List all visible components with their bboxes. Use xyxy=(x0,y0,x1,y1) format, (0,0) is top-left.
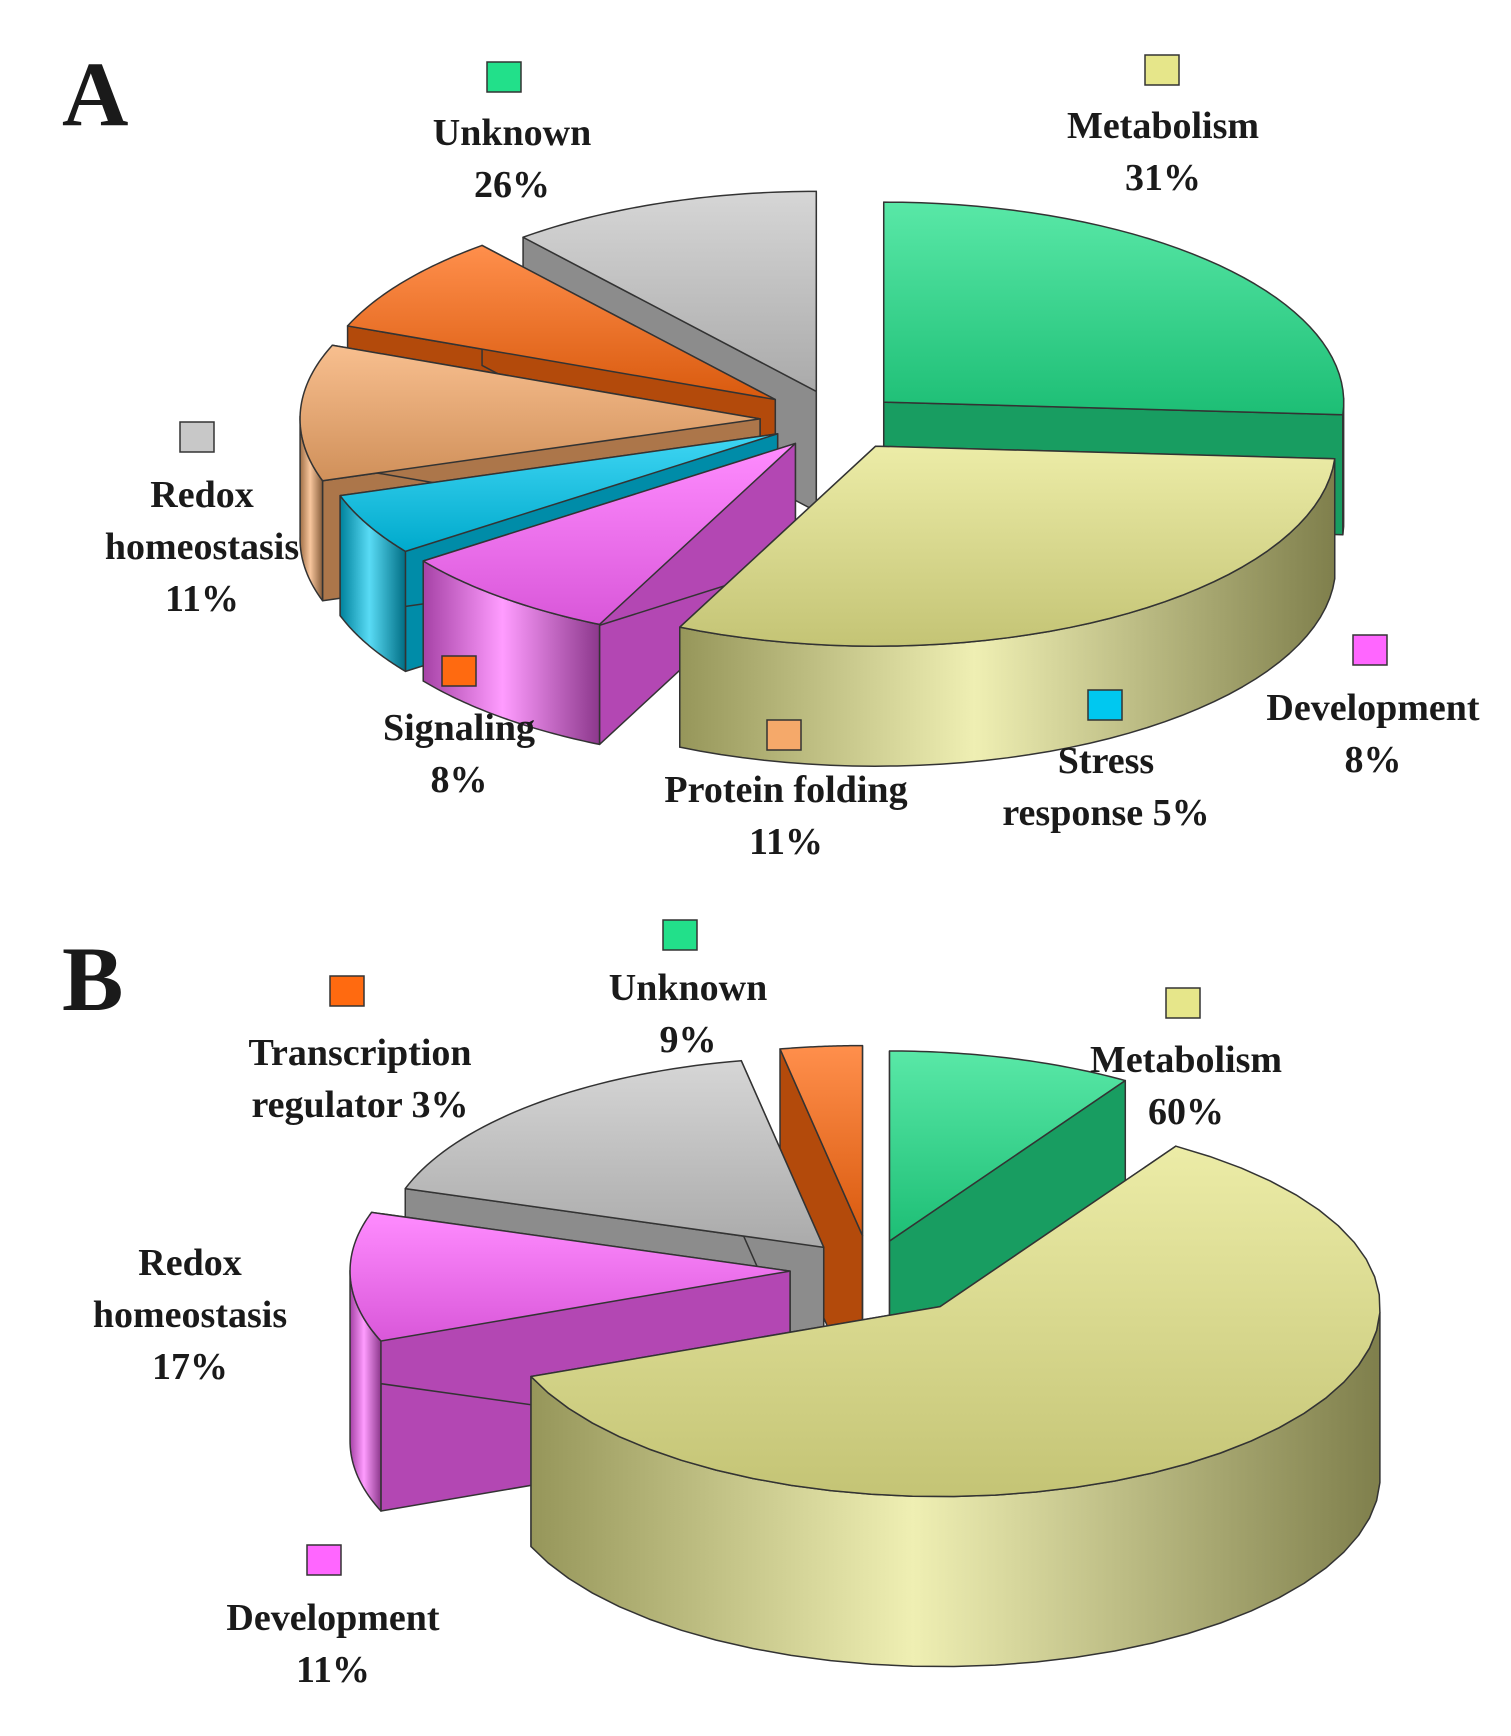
legend-item-protein-folding: Protein folding 11% xyxy=(664,719,908,863)
slice-metabolism xyxy=(530,1145,1381,1668)
legend-label-development: Development xyxy=(1266,687,1480,729)
legend-label-unknown: Unknown xyxy=(609,967,767,1009)
legend-label-protein-folding: Protein folding xyxy=(664,769,907,811)
legend-item-development: Development 8% xyxy=(1266,634,1480,781)
legend-label-development: Development xyxy=(226,1597,440,1639)
legend-swatch-metabolism xyxy=(1144,54,1180,86)
legend-label-protein-folding: 11% xyxy=(749,821,823,863)
legend-item-metabolism: Metabolism 31% xyxy=(1067,54,1259,199)
legend-label-transcription-regulator: Transcription xyxy=(248,1032,471,1074)
legend-swatch-development xyxy=(1352,634,1388,666)
legend-a: Unknown 26% Metabolism 31% Development 8% Stre… xyxy=(105,54,1480,863)
legend-label-unknown: 26% xyxy=(474,164,550,206)
legend-label-transcription-regulator: regulator 3% xyxy=(251,1084,468,1126)
legend-label-metabolism: 60% xyxy=(1148,1091,1224,1133)
legend-label-redox-homeostasis: homeostasis xyxy=(105,526,299,568)
legend-item-metabolism: Metabolism 60% xyxy=(1090,987,1282,1133)
legend-swatch-unknown xyxy=(662,919,698,951)
legend-label-signaling: 8% xyxy=(431,759,488,801)
legend-item-signaling: Signaling 8% xyxy=(383,655,535,801)
legend-label-signaling: Signaling xyxy=(383,707,535,749)
legend-item-unknown: Unknown 26% xyxy=(433,61,591,206)
panel-a: A Unknown 26% Metabolism 31% Development 8% St… xyxy=(62,43,1480,863)
legend-label-redox-homeostasis: Redox xyxy=(138,1242,241,1284)
legend-swatch-metabolism xyxy=(1165,987,1201,1019)
legend-swatch-signaling xyxy=(441,655,477,687)
legend-label-metabolism: 31% xyxy=(1125,157,1201,199)
panel-label-a: A xyxy=(62,43,128,145)
legend-item-redox-homeostasis: Redox homeostasis 17% xyxy=(93,1242,287,1388)
legend-label-redox-homeostasis: homeostasis xyxy=(93,1294,287,1336)
legend-label-development: 8% xyxy=(1345,739,1402,781)
legend-swatch-transcription-regulator xyxy=(329,975,365,1007)
legend-item-unknown: Unknown 9% xyxy=(609,919,767,1061)
legend-label-redox-homeostasis: 11% xyxy=(165,578,239,620)
pie-chart-a xyxy=(299,190,1345,767)
panel-b: B Unknown 9% Metabolism 60% Development 11% Re… xyxy=(62,919,1381,1691)
legend-label-stress-response: response 5% xyxy=(1002,792,1209,834)
legend-label-metabolism: Metabolism xyxy=(1067,105,1259,147)
legend-label-unknown: 9% xyxy=(660,1019,717,1061)
legend-swatch-unknown xyxy=(486,61,522,93)
legend-b: Unknown 9% Metabolism 60% Development 11% Redo… xyxy=(93,919,1282,1691)
legend-swatch-redox-homeostasis xyxy=(179,421,215,453)
legend-item-transcription-regulator: Transcription regulator 3% xyxy=(248,975,472,1126)
slice-metabolism xyxy=(679,445,1336,767)
legend-swatch-development xyxy=(306,1544,342,1576)
slice-development xyxy=(422,442,797,746)
legend-label-unknown: Unknown xyxy=(433,112,591,154)
legend-label-metabolism: Metabolism xyxy=(1090,1039,1282,1081)
legend-label-redox-homeostasis: Redox xyxy=(150,474,253,516)
legend-swatch-stress-response xyxy=(1087,689,1123,721)
legend-item-redox-homeostasis: Redox homeostasis 11% xyxy=(105,421,299,620)
legend-label-redox-homeostasis: 17% xyxy=(152,1346,228,1388)
panel-label-b: B xyxy=(62,928,123,1030)
legend-label-stress-response: Stress xyxy=(1058,740,1154,782)
legend-item-development: Development 11% xyxy=(226,1544,440,1691)
legend-swatch-protein-folding xyxy=(766,719,802,751)
legend-label-development: 11% xyxy=(296,1649,370,1691)
legend-item-stress-response: Stress response 5% xyxy=(1002,689,1210,834)
pie-chart-b xyxy=(349,1044,1381,1668)
